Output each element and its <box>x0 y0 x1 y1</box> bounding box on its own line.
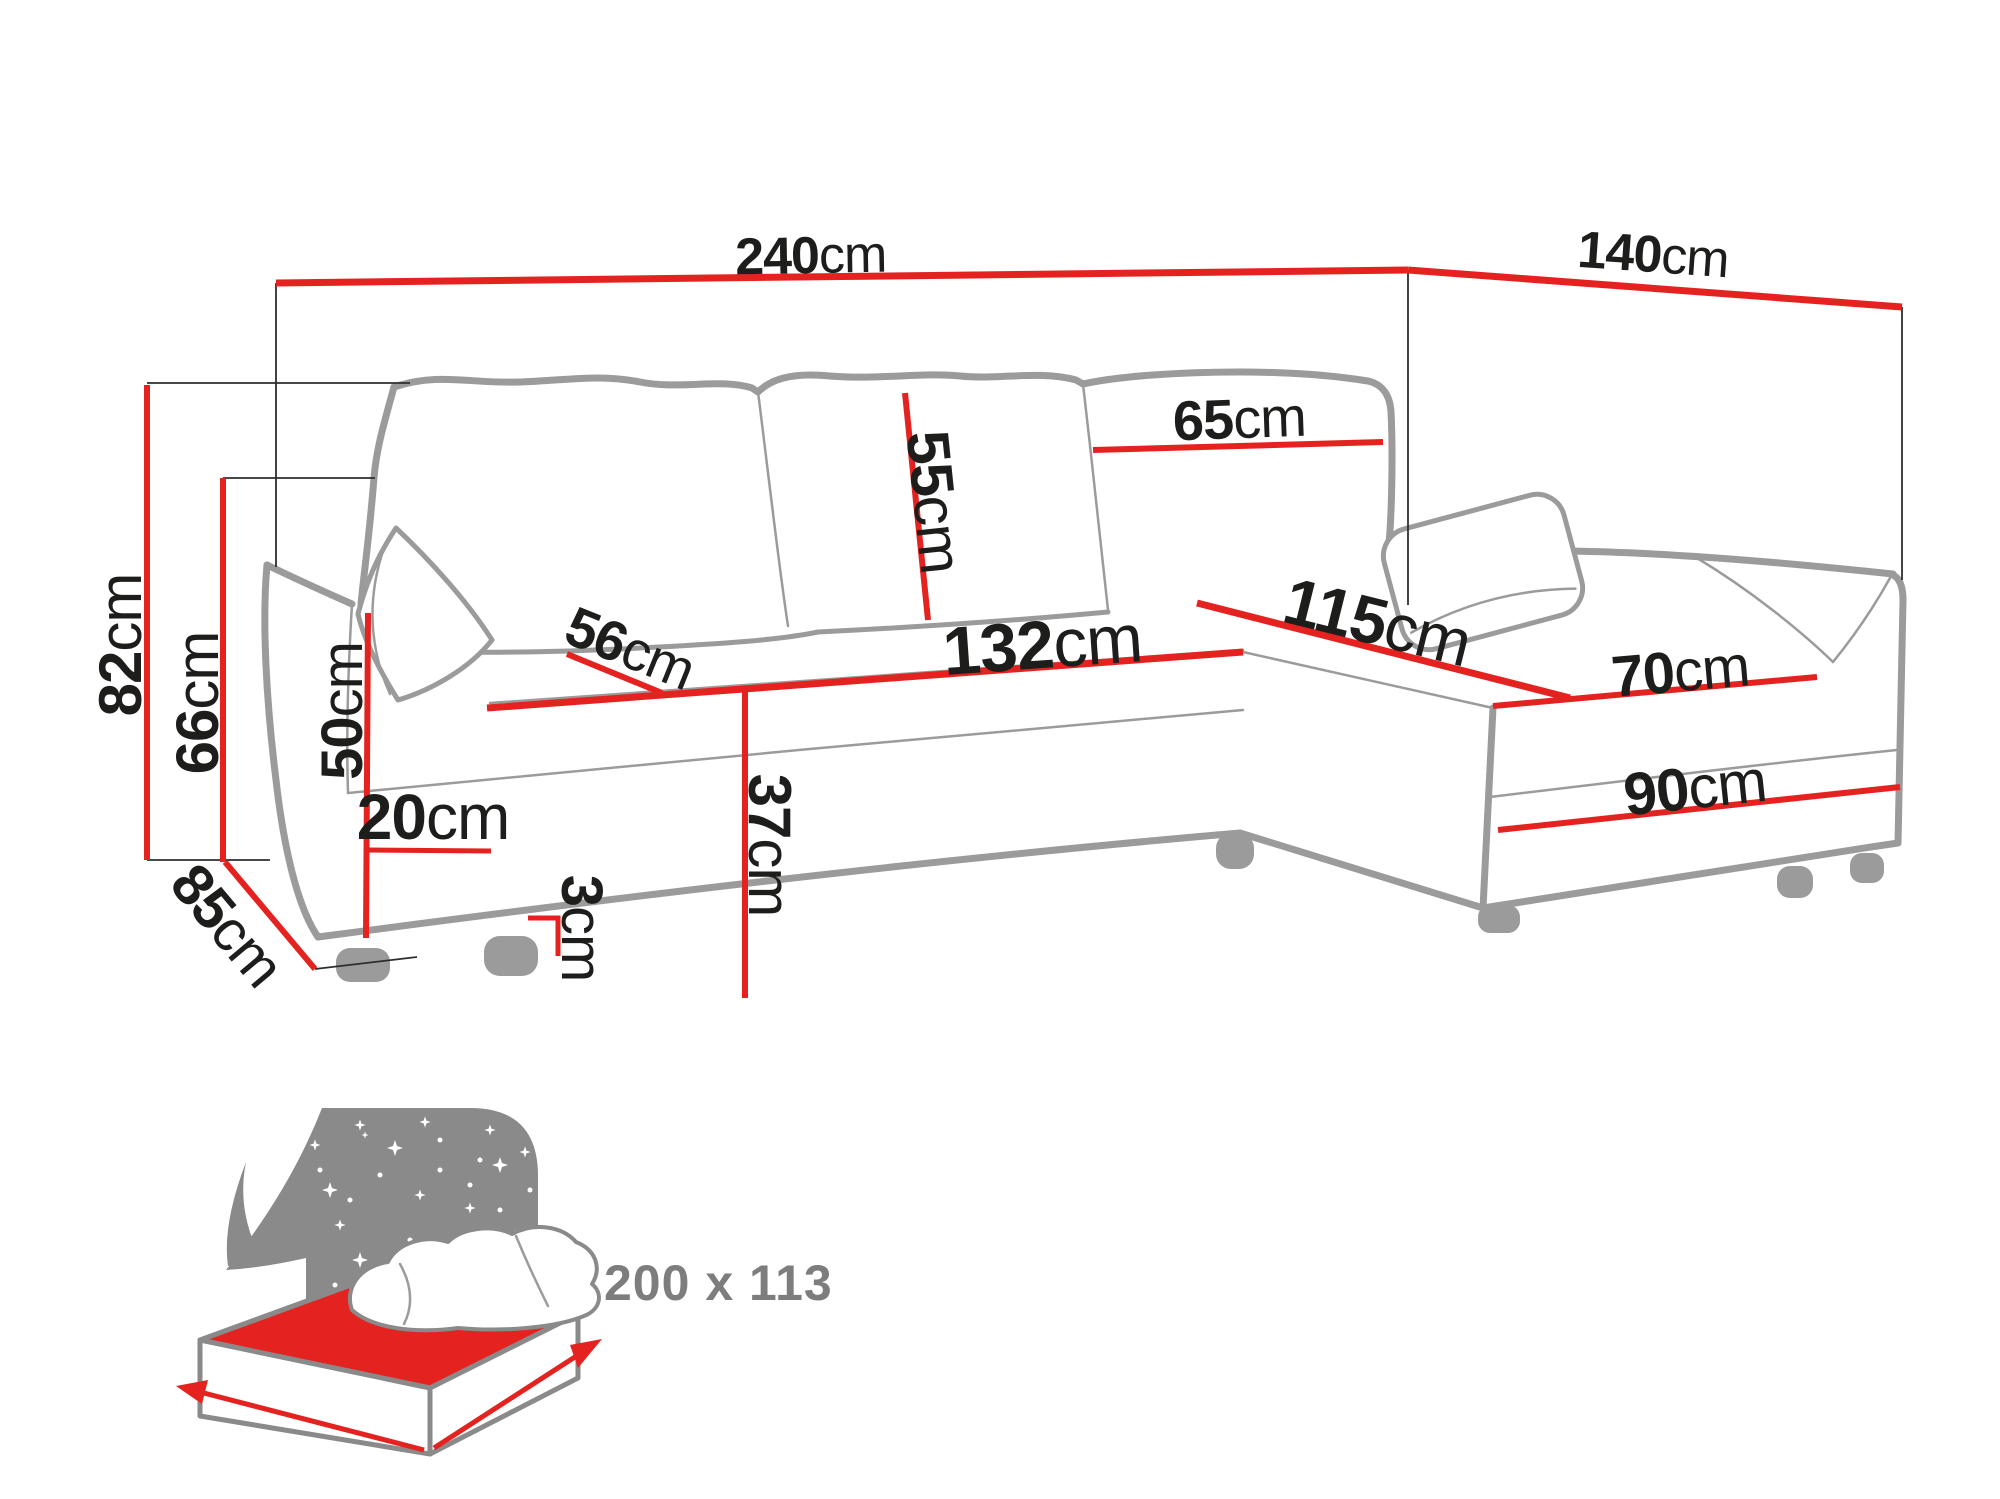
moon-crescent-icon <box>226 1162 262 1266</box>
chaise-right-edge <box>1889 571 1907 847</box>
armrest-left-top-edge <box>263 561 356 608</box>
armrest-right-top-edge <box>1561 547 1897 578</box>
dim-overall-depth-line <box>1407 266 1903 311</box>
leg-icon <box>1777 866 1813 898</box>
sofa-legs <box>336 833 1884 982</box>
dim-chaise-base-width-label: 90cm <box>1620 747 1769 829</box>
backrest-top-wavy <box>390 368 1396 557</box>
dim-armrest-height-line <box>363 612 371 939</box>
star-dot <box>477 1157 483 1163</box>
armrest-right-inner-edge <box>1695 556 1835 664</box>
dimension-lines <box>144 266 1903 998</box>
dim-overall-depth-label: 140cm <box>1576 221 1731 289</box>
star-dot <box>467 1182 473 1188</box>
armrest-left-outer-edge <box>261 561 322 941</box>
dim-back-cushion-height-label: 55cm <box>894 427 976 576</box>
dim-chaise-width-line <box>1492 674 1818 709</box>
dim-overall-height-label: 82cm <box>87 574 154 717</box>
dim-seat-width-label: 132cm <box>940 600 1144 690</box>
chaise-pillow <box>1380 491 1586 653</box>
leg-icon <box>1850 853 1884 883</box>
star-dot <box>497 1207 503 1213</box>
backrest-cushion-crease <box>1081 382 1110 612</box>
dim-side-depth-line <box>222 860 318 971</box>
armrest-left-inner-edge <box>345 602 354 795</box>
arrow-head-icon <box>176 1380 208 1404</box>
star-dot <box>527 1187 533 1193</box>
leg-icon <box>484 936 538 976</box>
arrow-icon <box>199 1389 425 1453</box>
arrow-head-icon <box>570 1339 602 1368</box>
dim-armrest-height-label: 50cm <box>310 642 375 780</box>
armrest-right-inner-corner <box>1831 576 1892 664</box>
leg-icon <box>1216 833 1254 869</box>
chaise-left-bottom-edge <box>1236 829 1487 912</box>
dim-overall-width-line <box>275 266 1409 287</box>
star-dot <box>332 1282 338 1288</box>
star-dot <box>377 1172 383 1178</box>
dim-seat-depth-label: 56cm <box>557 594 704 702</box>
dim-back-cushion-height-line <box>902 392 931 621</box>
witness-line <box>314 956 418 970</box>
dim-back-cushion-width-line <box>1092 439 1384 453</box>
duvet-fold <box>514 1234 550 1308</box>
leg-icon <box>336 948 390 982</box>
backrest-cushion-crease <box>756 390 790 628</box>
witness-lines <box>147 270 1903 970</box>
chaise-left-top-edge <box>1241 650 1495 710</box>
arm-pillow <box>355 525 495 703</box>
dim-seat-depth-line <box>565 651 664 696</box>
chaise-front-bottom-edge <box>1479 839 1902 912</box>
sleeping-area-icon: 200 x 113 <box>176 1108 833 1457</box>
arrow-icon <box>432 1352 580 1451</box>
arm-pillow-fold <box>371 546 392 696</box>
dim-seat-width-line <box>486 648 1244 712</box>
dim-chaise-width-label: 70cm <box>1609 633 1752 710</box>
dim-armrest-width-line <box>367 847 492 854</box>
dim-seat-height-label: 37cm <box>736 774 803 917</box>
dim-back-cushion-width-label: 65cm <box>1172 385 1307 453</box>
duvet-fold <box>398 1262 412 1326</box>
dim-chaise-length-line <box>1196 599 1571 702</box>
chaise-front-left-edge <box>1479 704 1497 912</box>
star-dot <box>347 1197 353 1203</box>
dim-leg-height-label: 3cm <box>549 875 614 982</box>
dim-chaise-base-width-line <box>1497 784 1901 833</box>
star-dot <box>317 1167 323 1173</box>
mattress-side-face <box>427 1311 581 1457</box>
dim-armrest-width-label: 20cm <box>357 781 510 853</box>
dim-leg-height-line <box>528 915 561 956</box>
dim-backrest-height-label: 66cm <box>164 632 231 775</box>
storage-seam-line <box>346 708 1245 795</box>
star-dot <box>437 1167 443 1173</box>
chaise-seam-line <box>1488 748 1899 799</box>
bed-size-arrows <box>176 1339 602 1453</box>
sleeping-area-label: 200 x 113 <box>604 1255 833 1311</box>
duvet <box>348 1225 601 1333</box>
leg-icon <box>1478 905 1520 933</box>
dim-overall-width-label: 240cm <box>735 226 887 287</box>
backrest-cushion-bottom <box>365 609 1111 655</box>
star-dot <box>437 1137 443 1143</box>
